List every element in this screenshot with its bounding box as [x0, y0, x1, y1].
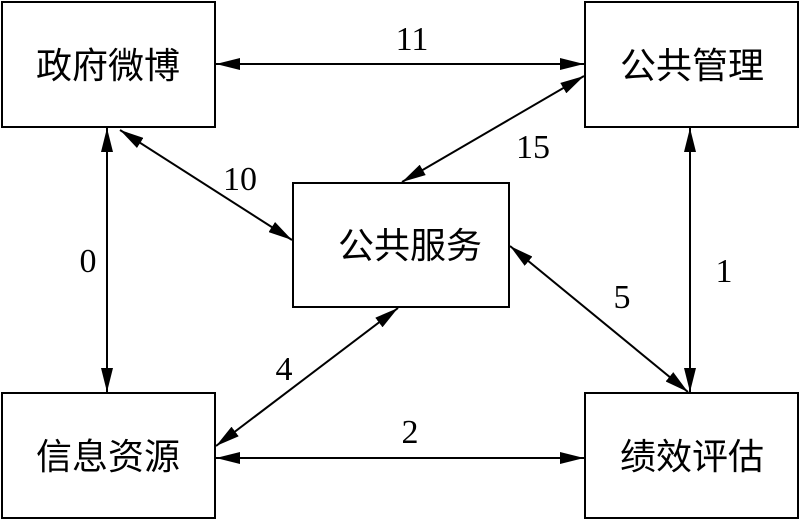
- edge-public-service-performance: [509, 245, 689, 393]
- edge-label-mgmt-perf: 1: [716, 253, 733, 290]
- edge-label-service-perf: 5: [614, 279, 631, 316]
- node-box-public-service: [292, 182, 510, 308]
- node-label-info-resource: 信息资源: [36, 437, 180, 478]
- node-label-public-mgmt: 公共管理: [620, 46, 764, 87]
- edge-public-mgmt-public-service: [401, 75, 585, 183]
- node-box-performance: [584, 392, 799, 519]
- node-label-weibo: 政府微博: [36, 46, 180, 87]
- edge-labels: 11 15 10 0 1 5 4 2: [80, 21, 733, 451]
- edge-info-resource-public-service: [215, 307, 399, 447]
- edges: [101, 58, 696, 464]
- edge-label-info-perf: 2: [402, 414, 419, 451]
- node-public-service: 公共服务: [292, 182, 510, 308]
- node-box-info-resource: [1, 392, 216, 519]
- node-info-resource: 信息资源: [1, 392, 216, 519]
- node-weibo: 政府微博: [1, 1, 216, 128]
- node-box-weibo: [1, 1, 216, 128]
- node-label-public-service: 公共服务: [338, 226, 482, 267]
- edge-label-info-service: 4: [276, 351, 293, 388]
- edge-label-weibo-mgmt: 11: [396, 21, 429, 58]
- edge-label-weibo-info: 0: [80, 243, 97, 280]
- edge-label-mgmt-service: 15: [516, 129, 550, 166]
- edge-label-weibo-service: 10: [223, 161, 257, 198]
- node-public-mgmt: 公共管理: [584, 1, 799, 128]
- node-box-public-mgmt: [584, 1, 799, 128]
- edge-weibo-public-service: [119, 129, 293, 241]
- node-performance: 绩效评估: [584, 392, 799, 519]
- node-label-performance: 绩效评估: [620, 437, 764, 478]
